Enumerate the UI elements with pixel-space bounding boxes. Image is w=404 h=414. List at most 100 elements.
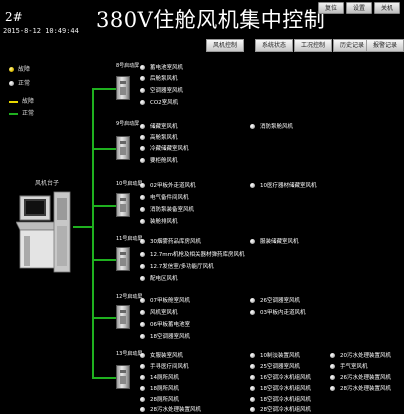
fan-status-icon [140, 263, 145, 269]
reset-button[interactable]: 复位 [318, 2, 344, 14]
fan-item[interactable]: 后舱泵风机 [140, 74, 178, 82]
fan-item[interactable]: 02甲板外走道风机 [140, 181, 196, 189]
legend-normal: 正常 [9, 78, 30, 87]
fan-item[interactable]: CO2室风机 [140, 98, 178, 106]
fan-status-icon [140, 396, 145, 402]
fan-status-icon [140, 297, 145, 303]
fan-item[interactable]: 26污水处理装置风机 [330, 373, 391, 381]
fan-item[interactable]: 30烟雾药品库房风机 [140, 237, 201, 245]
fan-status-icon [250, 238, 255, 244]
fan-item[interactable]: 蓄电池室风机 [140, 63, 183, 71]
fan-item[interactable]: 10医疗器材储藏室风机 [250, 181, 317, 189]
fan-item[interactable]: 20污水处理装置风机 [330, 351, 391, 359]
shutdown-button[interactable]: 关机 [374, 2, 400, 14]
fan-status-icon [140, 218, 145, 224]
fan-item[interactable]: 配电区风机 [140, 274, 178, 282]
fan-item[interactable]: 空调器室风机 [140, 86, 183, 94]
fan-item[interactable]: 28污水处理装置风机 [140, 405, 201, 413]
fan-status-icon [140, 309, 145, 315]
fan-item[interactable]: 28空调冷水机组风机 [250, 405, 311, 413]
fan-item[interactable]: 电气备件间风机 [140, 193, 189, 201]
fan-item[interactable]: 装舱排风机 [140, 217, 178, 225]
clock: 2015-8-12 10:49:44 [3, 27, 79, 35]
tab-fan-control[interactable]: 风机控制 [206, 39, 244, 52]
fan-item[interactable]: 18空调冷水机组风机 [250, 395, 311, 403]
fan-item[interactable]: 消防泵舱风机 [250, 122, 293, 130]
fan-item[interactable]: 26空调器室风机 [250, 296, 300, 304]
cabinet-10-icon[interactable] [116, 193, 130, 217]
fan-item[interactable]: 服装储藏室风机 [250, 237, 299, 245]
fan-item[interactable]: 储藏室风机 [140, 122, 178, 130]
fan-status-icon [140, 275, 145, 281]
fan-item[interactable]: 18空调器室风机 [140, 332, 190, 340]
bus-branch-11 [92, 259, 116, 261]
fault-line-icon [9, 100, 18, 103]
fan-status-icon [140, 363, 145, 369]
fan-status-icon [250, 182, 255, 188]
fan-status-icon [140, 157, 145, 163]
main-bus-link [73, 226, 94, 228]
fan-status-icon [250, 297, 255, 303]
main-bus-vertical [92, 88, 94, 378]
legend-line-fault: 故障 [9, 96, 34, 105]
tab-system-status[interactable]: 系统状态 [255, 39, 293, 52]
fan-item[interactable]: 28厕所风机 [140, 395, 179, 403]
normal-dot-icon [9, 81, 14, 86]
console-station-icon[interactable] [16, 186, 74, 274]
fan-item[interactable]: 要柜舱风机 [140, 156, 178, 164]
fan-item[interactable]: 10制淡装置风机 [250, 351, 300, 359]
cabinet-9-icon[interactable] [116, 136, 130, 160]
legend-fault: 故障 [9, 64, 30, 73]
fan-item[interactable]: 18空调冷水机组风机 [250, 384, 311, 392]
cabinet-11-icon[interactable] [116, 247, 130, 271]
fan-item[interactable]: 16空调冷水机组风机 [250, 373, 311, 381]
cabinet-8-icon[interactable] [116, 76, 130, 100]
fan-status-icon [140, 406, 145, 412]
settings-button[interactable]: 设置 [346, 2, 372, 14]
fan-item[interactable]: 手气室风机 [330, 362, 368, 370]
fan-item[interactable]: 03甲板内走道风机 [250, 308, 306, 316]
fan-status-icon [250, 363, 255, 369]
fan-item[interactable]: 女服装室风机 [140, 351, 183, 359]
fan-status-icon [330, 352, 335, 358]
fan-item[interactable]: 18厕所风机 [140, 384, 179, 392]
fan-status-icon [140, 182, 145, 188]
page-title: 380V住舱风机集中控制 [96, 8, 326, 32]
fan-status-icon [140, 64, 145, 70]
cabinet-12-icon[interactable] [116, 305, 130, 329]
normal-line-icon [9, 112, 18, 115]
fan-item[interactable]: 25空调器室风机 [250, 362, 300, 370]
fan-item[interactable]: 12.7发信室/多功能厅风机 [140, 262, 214, 270]
legend-line-normal: 正常 [9, 108, 34, 117]
fan-item[interactable]: 消防泵装备室风机 [140, 205, 194, 213]
fan-status-icon [140, 321, 145, 327]
fan-status-icon [140, 194, 145, 200]
fan-item[interactable]: 高舱泵风机 [140, 133, 178, 141]
fan-status-icon [140, 374, 145, 380]
cabinet-13-icon[interactable] [116, 365, 130, 389]
fan-item[interactable]: 14厕所风机 [140, 373, 179, 381]
fan-status-icon [250, 123, 255, 129]
fault-dot-icon [9, 67, 14, 72]
fan-item[interactable]: 风机室风机 [140, 308, 178, 316]
bus-branch-9 [92, 148, 116, 150]
fan-item[interactable]: 28污水处理装置风机 [330, 384, 391, 392]
fan-item[interactable]: 手寻医疗间风机 [140, 362, 189, 370]
fan-status-icon [250, 374, 255, 380]
fan-item[interactable]: 06甲板蓄电池室 [140, 320, 190, 328]
group-label-10: 10号启动屏 [116, 181, 143, 187]
group-label-13: 13号启动屏 [116, 351, 143, 357]
fan-status-icon [140, 206, 145, 212]
fan-status-icon [140, 352, 145, 358]
fan-status-icon [330, 374, 335, 380]
bus-branch-12 [92, 317, 116, 319]
group-label-11: 11号启动屏 [116, 236, 143, 242]
fan-item[interactable]: 07甲板舱室风机 [140, 296, 190, 304]
fan-item[interactable]: 12.7mm机枪及相关器材弹药库房风机 [140, 250, 244, 258]
fan-item[interactable]: 冷藏储藏室风机 [140, 144, 189, 152]
tab-condition-control[interactable]: 工况控制 [294, 39, 332, 52]
fan-status-icon [140, 134, 145, 140]
bus-branch-13 [92, 377, 116, 379]
tab-alarm-log[interactable]: 报警记录 [366, 39, 404, 52]
fan-status-icon [250, 352, 255, 358]
